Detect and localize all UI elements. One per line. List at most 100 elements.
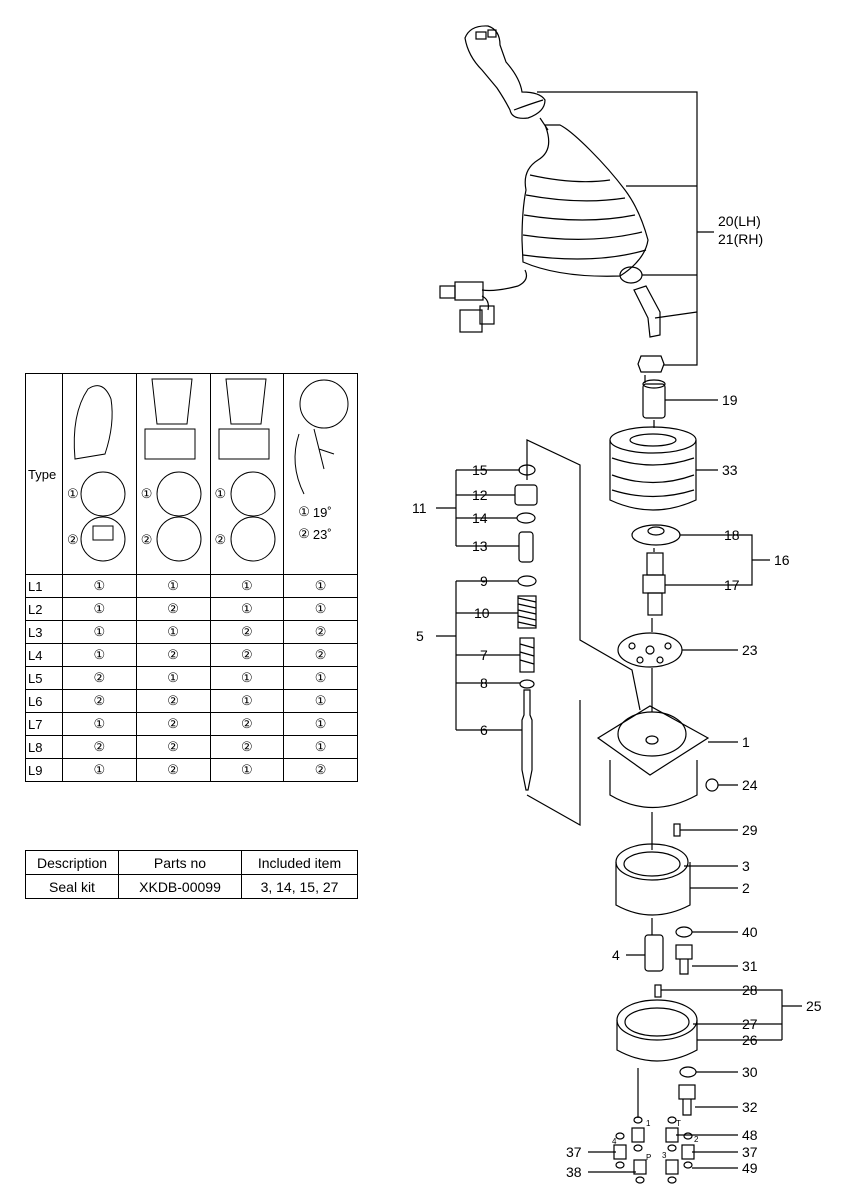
type-cell: ②: [209, 712, 285, 736]
seal-kit-table: Description Parts no Included item Seal …: [25, 850, 358, 899]
seal-header-description: Description: [25, 850, 119, 875]
type-cell: ①: [283, 735, 358, 759]
type-cell: ①: [209, 597, 285, 621]
type-cell: ①: [62, 758, 137, 782]
callout-14: 14: [472, 510, 488, 526]
type-cell: ②: [209, 620, 285, 644]
port-mark-2: 2: [694, 1135, 699, 1144]
type-cell: ①: [283, 597, 358, 621]
option-mark: ②: [140, 532, 153, 547]
type-cell: ①: [209, 574, 285, 598]
callout-16: 16: [774, 552, 790, 568]
boot-33: [609, 426, 697, 511]
type-header: Type: [25, 373, 63, 575]
type-col1-image: ① ②: [62, 373, 137, 575]
type-cell: ①: [62, 643, 137, 667]
type-cell: ②: [135, 758, 211, 782]
casing-2: [615, 843, 691, 916]
type-cell: ①: [62, 712, 137, 736]
type-cell: ①: [209, 689, 285, 713]
callout-29: 29: [742, 822, 758, 838]
oring-30: [679, 1066, 697, 1078]
housing-1: [596, 705, 710, 809]
type-cell: ②: [62, 666, 137, 690]
callout-21: 21(RH): [718, 231, 763, 247]
callout-5: 5: [416, 628, 424, 644]
type-cell: ①: [62, 620, 137, 644]
nut-top: [619, 266, 643, 284]
callout-26: 26: [742, 1032, 758, 1048]
type-cell: ①: [283, 712, 358, 736]
seat-9: [517, 575, 537, 587]
lever-rod: [633, 285, 661, 338]
port-fittings: [613, 1116, 695, 1184]
callout-30: 30: [742, 1064, 758, 1080]
seal-header-partsno: Parts no: [118, 850, 242, 875]
cable-connectors: [439, 269, 528, 333]
type-cell: ①: [135, 666, 211, 690]
type-cell: ①: [283, 574, 358, 598]
type-cell: ①: [283, 689, 358, 713]
port-mark-3: 3: [662, 1151, 667, 1160]
type-cell: ②: [135, 597, 211, 621]
pin-28: [654, 984, 662, 998]
port-mark-P: P: [646, 1153, 651, 1162]
type-code: L1: [25, 574, 63, 598]
callout-11: 11: [412, 500, 427, 516]
type-cell: ②: [62, 689, 137, 713]
callout-37b: 37: [742, 1144, 758, 1160]
type-code: L9: [25, 758, 63, 782]
callout-18: 18: [724, 527, 740, 543]
type-cell: ②: [283, 620, 358, 644]
port-mark-4: 4: [612, 1137, 617, 1146]
callout-7: 7: [480, 647, 488, 663]
bolt-31: [675, 944, 693, 975]
washer-8: [519, 679, 535, 689]
option-mark: ①: [214, 486, 227, 501]
type-cell: ①: [209, 666, 285, 690]
type-cell: ①: [209, 758, 285, 782]
bolt-32: [678, 1084, 696, 1116]
type-code: L3: [25, 620, 63, 644]
plate-23: [617, 632, 683, 668]
plug-12: [514, 484, 538, 506]
callout-4: 4: [612, 947, 620, 963]
callout-40: 40: [742, 924, 758, 940]
option-mark: ②: [214, 532, 227, 547]
seal-description: Seal kit: [25, 874, 119, 899]
callout-25: 25: [806, 998, 822, 1014]
callout-1: 1: [742, 734, 750, 750]
port-mark-1: 1: [646, 1119, 651, 1128]
joystick-handle: [464, 25, 549, 131]
type-cell: ①: [135, 574, 211, 598]
callout-12: 12: [472, 487, 488, 503]
callout-31: 31: [742, 958, 758, 974]
type-code: L4: [25, 643, 63, 667]
type-code: L2: [25, 597, 63, 621]
nut-lower: [637, 355, 665, 373]
option-mark: ②: [67, 532, 79, 547]
callout-6: 6: [480, 722, 488, 738]
joint-17: [642, 552, 666, 616]
callout-32: 32: [742, 1099, 758, 1115]
callout-27: 27: [742, 1016, 758, 1032]
type-cell: ②: [283, 758, 358, 782]
type-cell: ①: [283, 666, 358, 690]
callout-13: 13: [472, 538, 488, 554]
sleeve-19: [642, 383, 666, 419]
callout-15: 15: [472, 462, 488, 478]
type-code: L7: [25, 712, 63, 736]
callout-49: 49: [742, 1160, 758, 1176]
type-code: L5: [25, 666, 63, 690]
rubber-boot: [521, 124, 649, 277]
callout-37a: 37: [566, 1144, 582, 1160]
option-mark: ①: [67, 486, 79, 501]
